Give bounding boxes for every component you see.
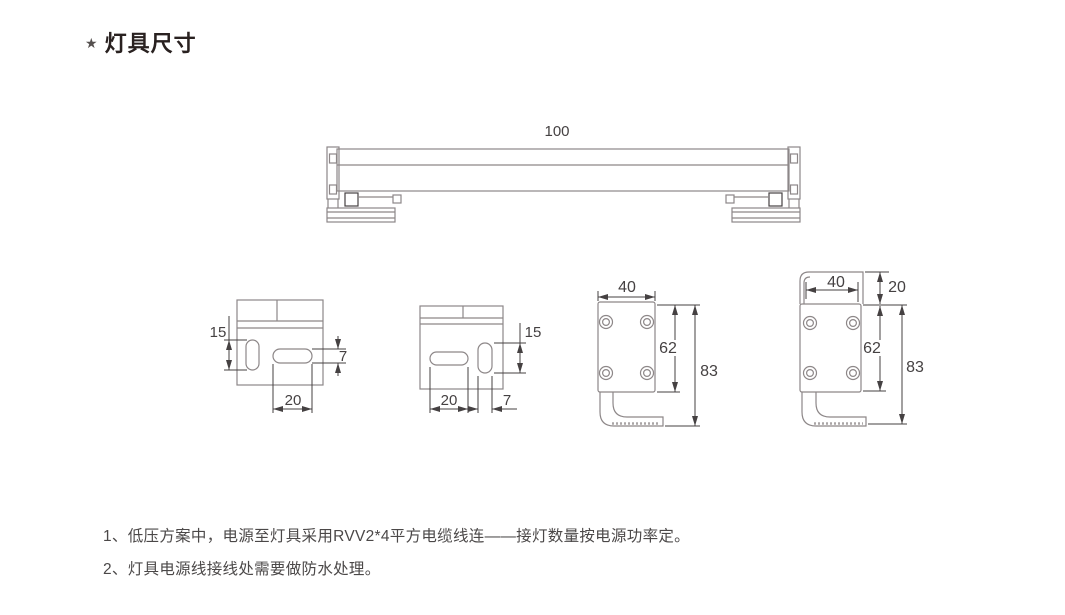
bracket-side-view-flanged: 40 20 62 83 [799, 271, 924, 427]
section-title: ★ 灯具尺寸 [85, 26, 197, 58]
dimension-drawings: 100 [210, 123, 924, 427]
end-cap-view-right: 20 7 15 [419, 305, 542, 413]
horizontal-slot [429, 351, 469, 366]
total-height-dim: 83 [700, 363, 718, 380]
bracket-side-view: 40 62 83 [597, 279, 718, 427]
page-title: 灯具尺寸 [104, 31, 197, 56]
width-dim: 40 [618, 279, 636, 296]
flange-height-dim: 20 [888, 279, 906, 296]
vertical-slot [245, 339, 260, 371]
slot-depth-dim: 7 [503, 392, 511, 409]
note-line-1: 1、低压方案中，电源至灯具采用RVV2*4平方电缆线连——接灯数量按电源功率定。 [103, 528, 690, 545]
footnotes: 1、低压方案中，电源至灯具采用RVV2*4平方电缆线连——接灯数量按电源功率定。… [103, 520, 690, 586]
slot-height-dim: 15 [210, 324, 227, 341]
slot-width-dim: 20 [441, 392, 458, 409]
end-cap-view-left: 15 7 20 [210, 299, 347, 413]
screws [802, 315, 861, 381]
right-end-cap [787, 146, 801, 200]
right-mount-bracket [725, 192, 801, 223]
top-flange [799, 271, 864, 304]
left-end-cap [326, 146, 340, 200]
star-icon: ★ [85, 35, 98, 51]
vertical-slot [477, 342, 493, 374]
horizontal-slot [272, 348, 313, 364]
width-dim: 40 [827, 274, 845, 291]
note-line-2: 2、灯具电源线接线处需要做防水处理。 [103, 561, 381, 578]
l-bracket [599, 392, 664, 427]
slot-height-dim: 15 [525, 324, 542, 341]
screws [598, 314, 655, 381]
front-view: 100 [326, 123, 801, 223]
total-height-dim: 83 [906, 359, 924, 376]
left-mount-bracket [326, 192, 402, 223]
slot-depth-dim: 7 [339, 348, 347, 365]
body-height-dim: 62 [659, 340, 677, 357]
l-bracket [801, 392, 867, 427]
slot-width-dim: 20 [285, 392, 302, 409]
body-height-dim: 62 [863, 340, 881, 357]
front-length-dim: 100 [544, 123, 569, 140]
